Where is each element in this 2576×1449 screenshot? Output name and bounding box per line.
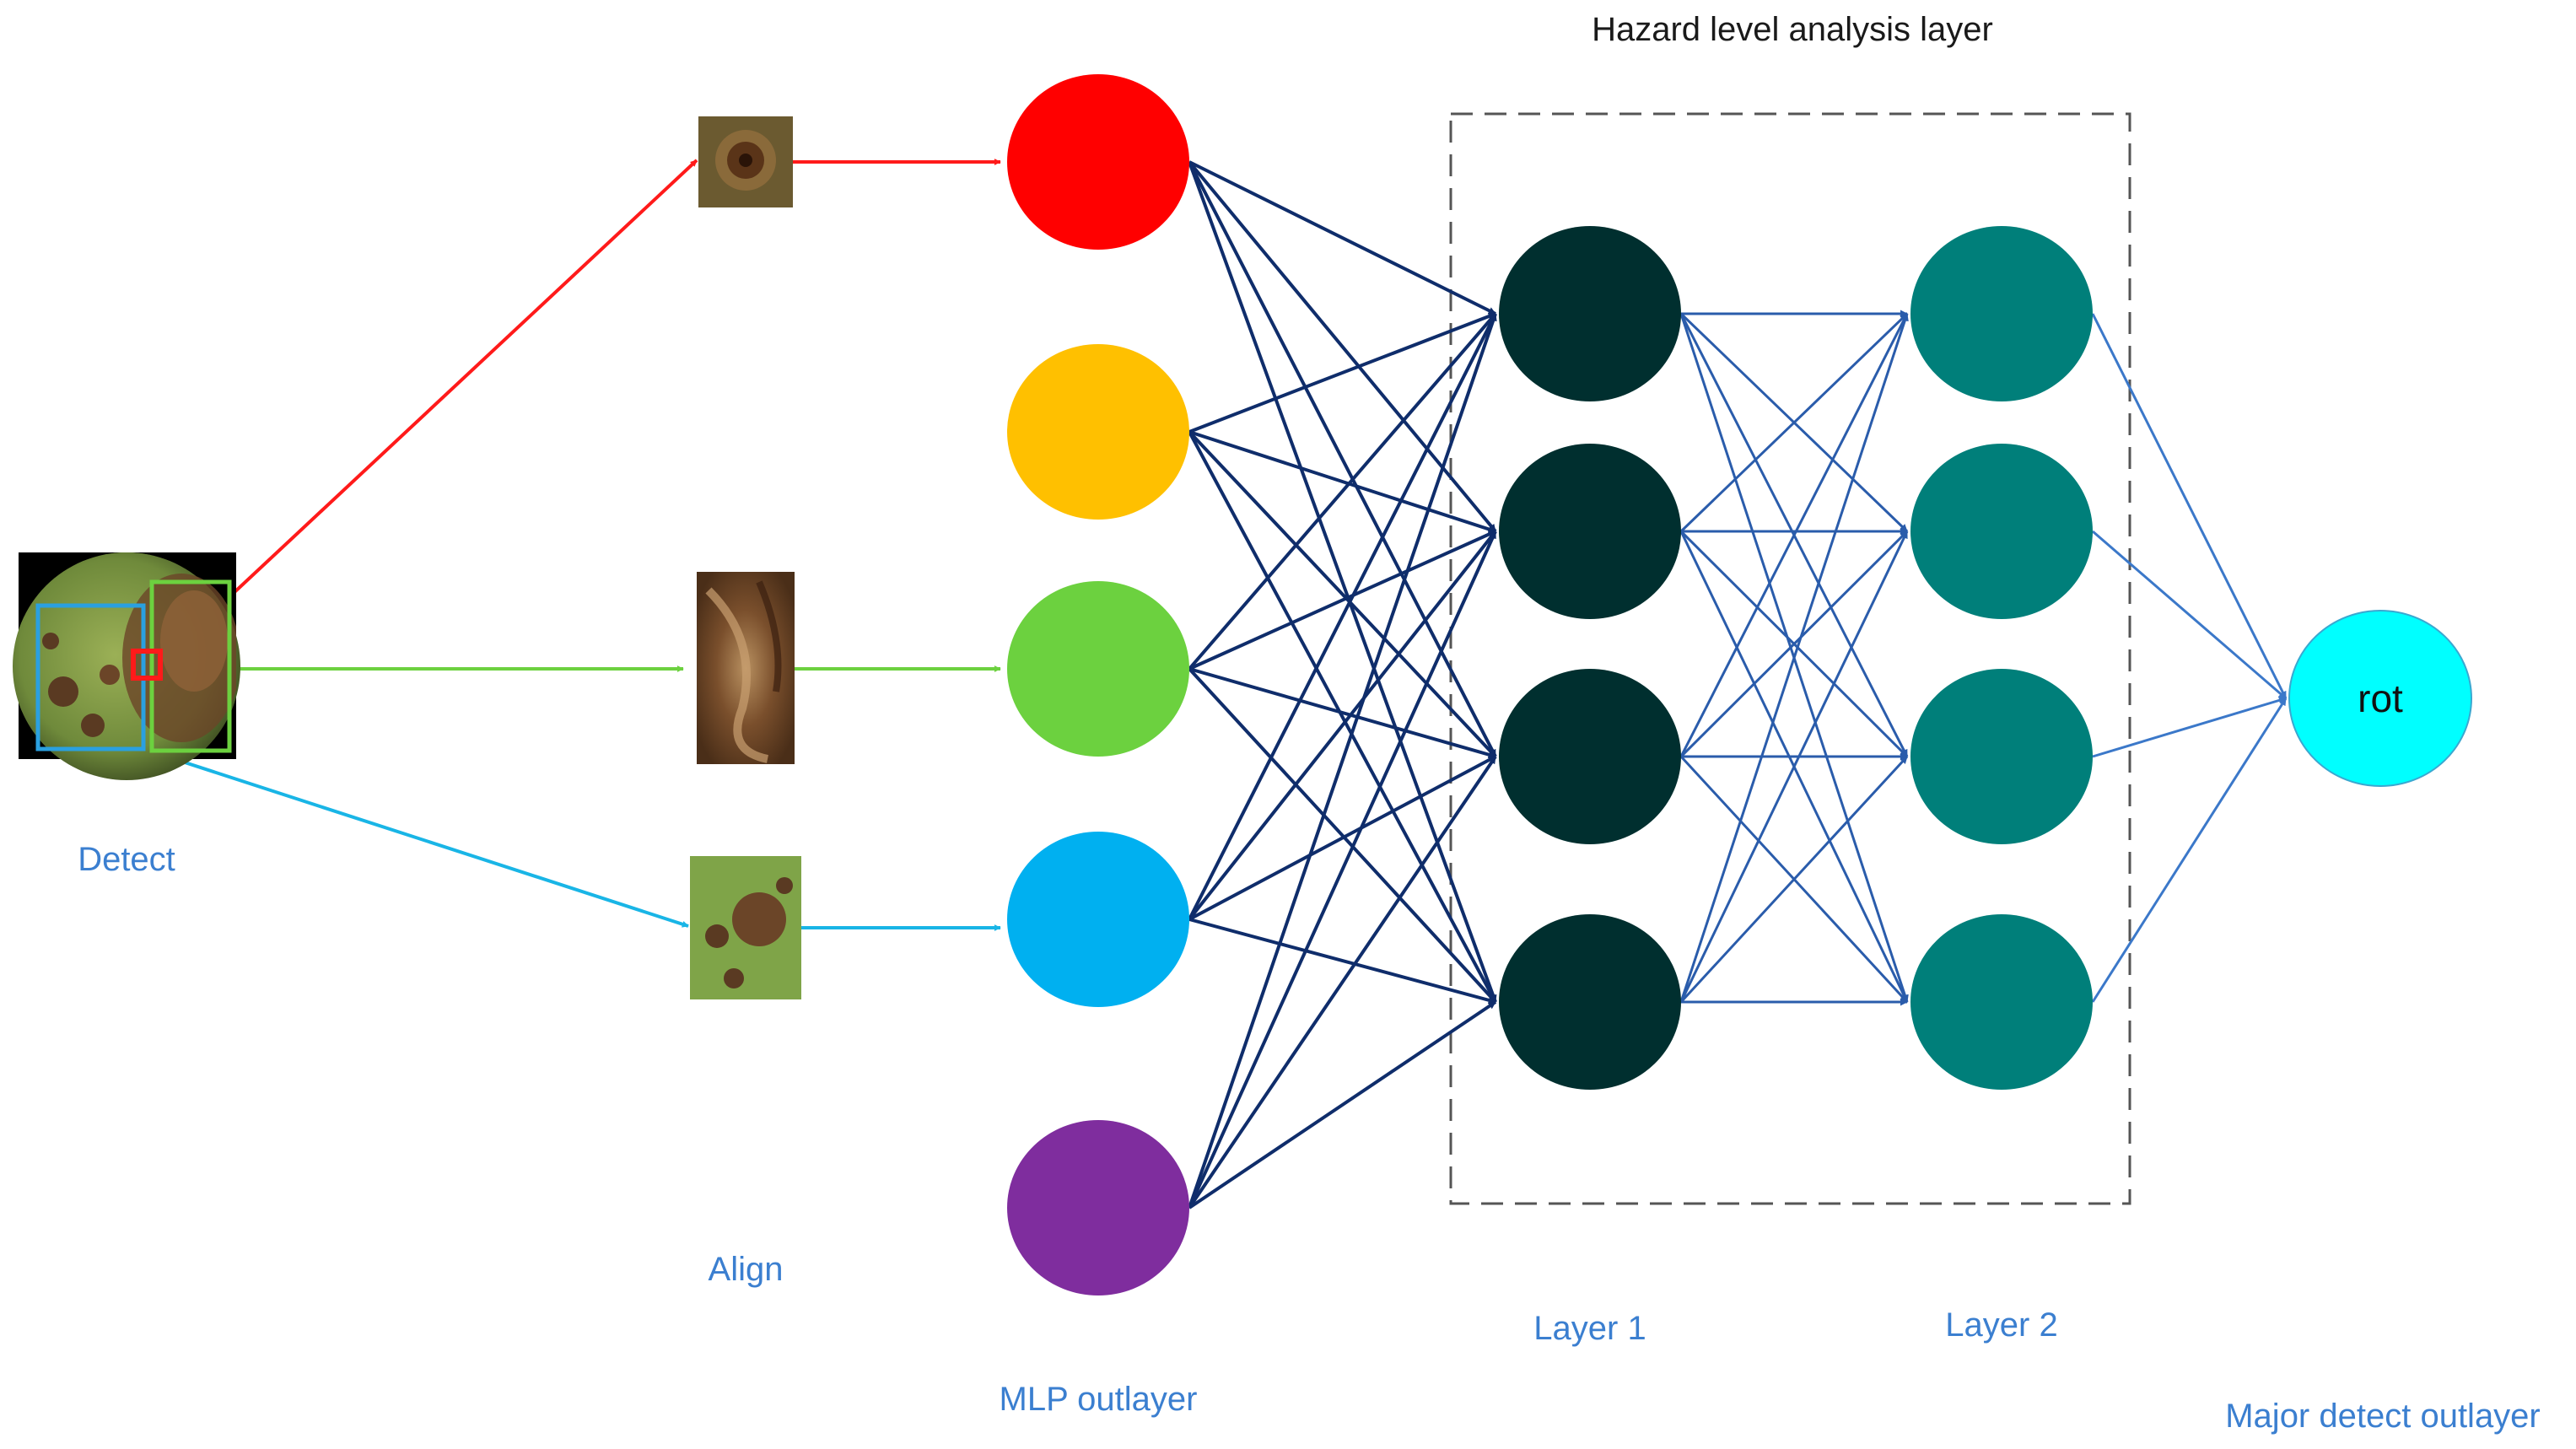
layer2-node-4 — [1910, 914, 2093, 1090]
label-align: Align — [709, 1251, 784, 1288]
edge-l23-out — [2091, 698, 2288, 1003]
lesion-crop-green — [697, 572, 795, 764]
edge-mlp1-l10 — [1188, 312, 1496, 434]
layer1-node-4 — [1499, 914, 1681, 1090]
edge-mlp1-l11 — [1188, 430, 1496, 533]
edge-l21-out — [2092, 530, 2287, 700]
edge-mlp3-l11 — [1188, 530, 1497, 921]
network-nodes: rot — [1007, 74, 2472, 1295]
edge-mlp1-l13 — [1188, 431, 1497, 1003]
label-mlp: MLP outlayer — [1000, 1381, 1198, 1418]
edge-l12-l20 — [1679, 313, 1909, 757]
mlp-node-4 — [1007, 832, 1189, 1007]
label-major: Major detect outlayer — [2225, 1398, 2541, 1435]
label-layer2: Layer 2 — [1945, 1306, 2057, 1344]
mlp-node-1 — [1007, 74, 1189, 250]
edge-mlp3-l10 — [1188, 313, 1497, 920]
edge-mlp4-l10 — [1188, 313, 1497, 1209]
lesion-crop-blue — [690, 856, 801, 999]
edge-l12-l21 — [1679, 530, 1909, 758]
edge-l13-l20 — [1679, 313, 1909, 1003]
edge-mlp3-l13 — [1188, 918, 1496, 1005]
detect-box-green — [149, 579, 232, 753]
layer2-node-2 — [1910, 444, 2093, 619]
edge-mlp0-l12 — [1188, 161, 1497, 757]
edge-mlp0-l11 — [1188, 160, 1497, 533]
label-hazard: Hazard level analysis layer — [1592, 11, 1993, 48]
hazard-box — [1449, 112, 2131, 1205]
edge-l13-l22 — [1679, 755, 1909, 1004]
edge-mlp1-l12 — [1188, 430, 1497, 758]
arrow-detect-cyan — [143, 747, 689, 928]
layer1-node-3 — [1499, 669, 1681, 844]
edge-mlp0-l13 — [1188, 161, 1497, 1003]
edge-mlp2-l11 — [1188, 530, 1496, 671]
edge-mlp4-l11 — [1188, 531, 1497, 1209]
output-node — [2288, 610, 2472, 787]
edge-mlp4-l13 — [1188, 1000, 1497, 1209]
edge-mlp2-l13 — [1188, 667, 1497, 1004]
output-node-label: rot — [2358, 676, 2403, 720]
edge-mlp3-l12 — [1188, 755, 1496, 921]
edge-l11-l20 — [1679, 312, 1909, 533]
label-detect: Detect — [78, 841, 175, 878]
layer2-node-3 — [1910, 669, 2093, 844]
mlp-node-3 — [1007, 581, 1189, 757]
network-edges — [143, 159, 2288, 1209]
edge-l22-out — [2092, 697, 2287, 758]
layer1-node-1 — [1499, 226, 1681, 401]
mlp-node-5 — [1007, 1120, 1189, 1295]
lesion-crop-red — [698, 116, 793, 207]
edge-mlp0-l10 — [1188, 160, 1496, 315]
mlp-node-2 — [1007, 344, 1189, 520]
label-layer1: Layer 1 — [1533, 1310, 1646, 1347]
edge-mlp4-l12 — [1188, 755, 1497, 1209]
layer2-node-1 — [1910, 226, 2093, 401]
detect-box-red — [131, 649, 163, 681]
edge-mlp2-l12 — [1188, 667, 1496, 759]
layer1-node-2 — [1499, 444, 1681, 619]
arrow-detect-red — [167, 159, 698, 655]
edge-mlp2-l10 — [1188, 312, 1497, 671]
edge-l13-l21 — [1679, 531, 1909, 1003]
apple-image — [13, 552, 240, 780]
edge-l20-out — [2091, 313, 2288, 699]
